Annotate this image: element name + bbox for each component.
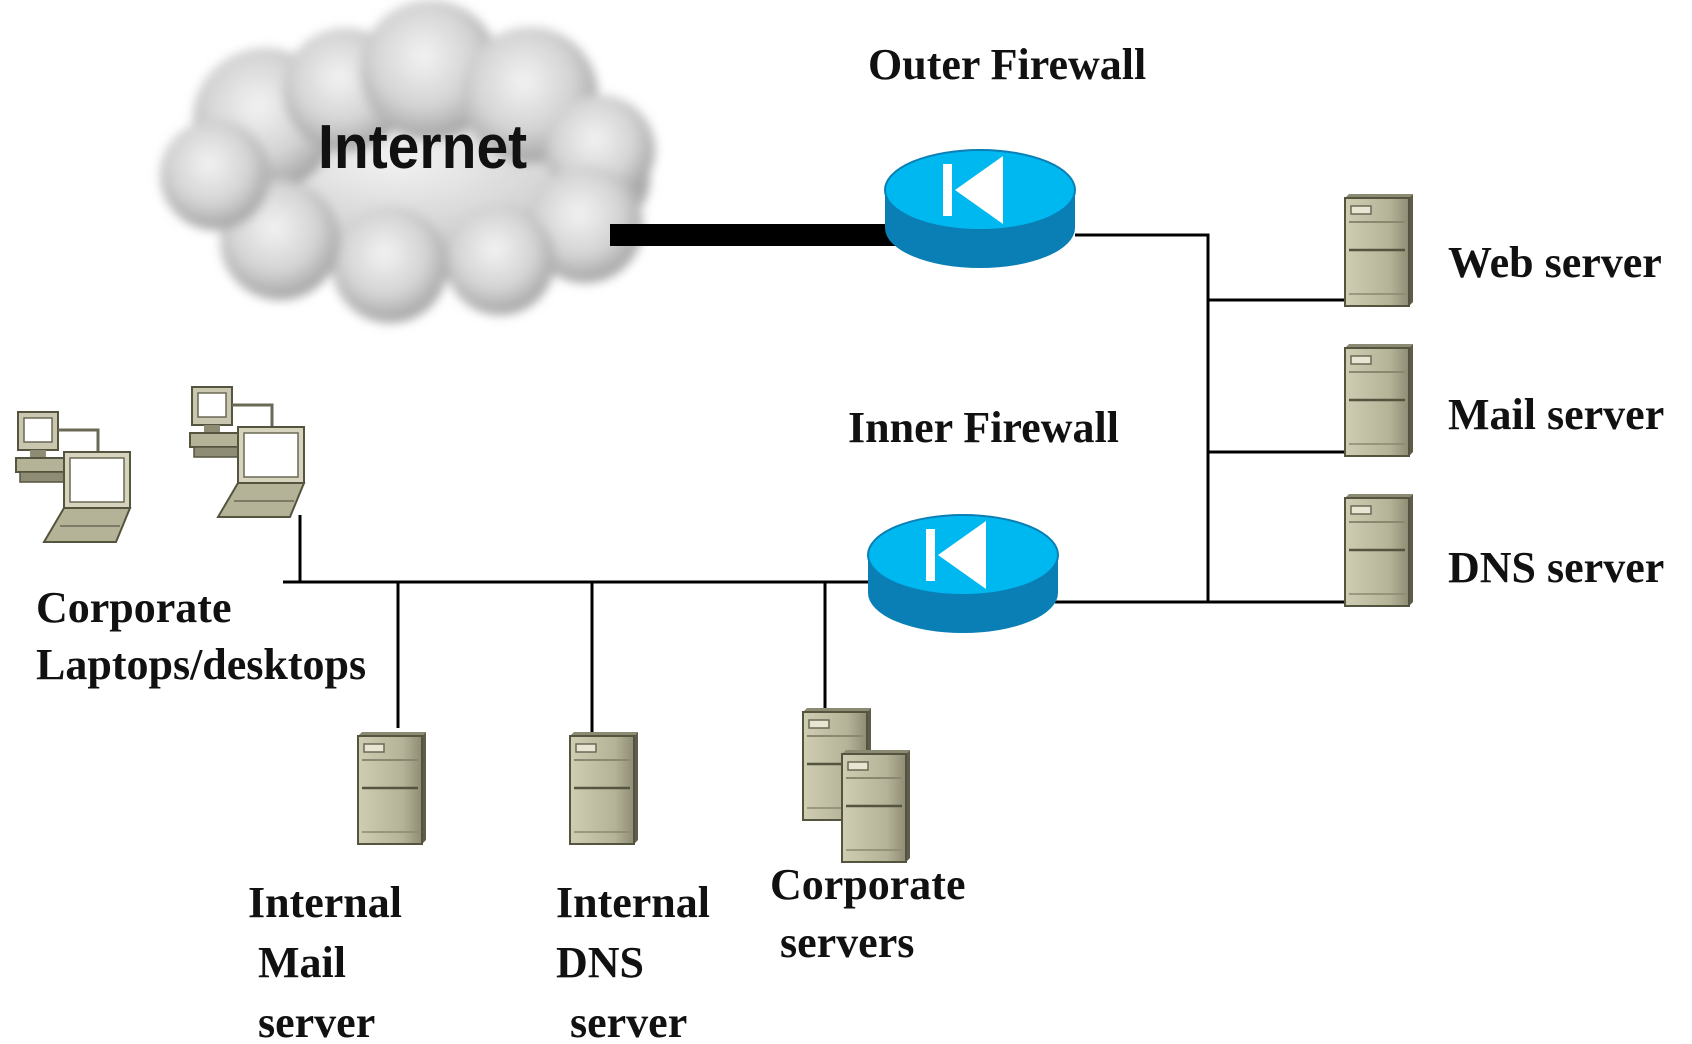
web-server-label: Web server: [1448, 238, 1662, 287]
corporate-servers-label-line1: Corporate: [770, 860, 966, 909]
mail-server-label: Mail server: [1448, 390, 1665, 439]
internal-dns-label-line2: DNS: [556, 938, 645, 987]
web-server-icon: [1343, 192, 1415, 308]
internal-mail-label-line1: Internal: [248, 878, 402, 927]
corporate-clients-label-line1: Corporate: [36, 583, 232, 632]
internal-dns-server-icon: [568, 730, 640, 846]
internal-dns-label-line3: server: [570, 998, 688, 1044]
corporate-clients-label-line2: Laptops/desktops: [36, 640, 367, 689]
corporate-pc-1-icon: [14, 410, 132, 544]
inner-firewall-icon: [867, 514, 1059, 634]
dns-server-label: DNS server: [1448, 543, 1665, 592]
internal-mail-label-line3: server: [258, 998, 376, 1044]
outer-firewall-icon: [884, 149, 1076, 269]
inner-firewall-label: Inner Firewall: [848, 403, 1119, 452]
lan-links: [283, 515, 875, 735]
internal-mail-label-line2: Mail: [258, 938, 346, 987]
outer-firewall-label: Outer Firewall: [868, 40, 1147, 89]
corporate-servers-label-line2: servers: [780, 918, 915, 967]
internet-label: Internet: [318, 113, 528, 182]
internal-mail-server-icon: [356, 730, 428, 846]
corporate-servers-icon: [801, 706, 912, 864]
mail-server-icon: [1343, 342, 1415, 458]
internal-dns-label-line1: Internal: [556, 878, 710, 927]
internet-cloud-icon: [160, 0, 655, 323]
corporate-pc-2-icon: [188, 385, 306, 519]
dmz-links: [1055, 233, 1348, 604]
dns-server-icon: [1343, 492, 1415, 608]
